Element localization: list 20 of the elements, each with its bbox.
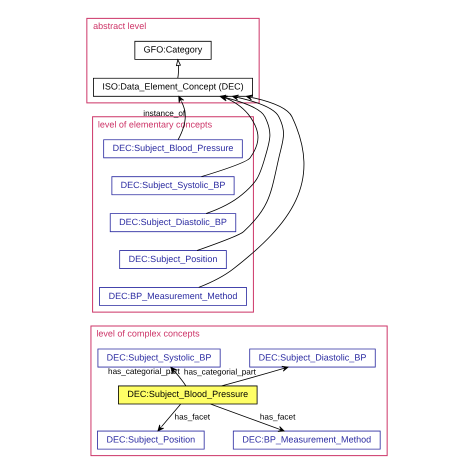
arrow	[221, 366, 288, 386]
edge-label: has_facet	[260, 412, 296, 422]
arrow	[176, 58, 182, 79]
arrow	[178, 96, 186, 140]
edge-label: has_categorial_part	[184, 367, 256, 376]
node-box: DEC:Subject_Diastolic_BP	[110, 213, 236, 232]
node-box: DEC:Subject_Blood_Pressure	[103, 139, 243, 158]
node-box: DEC:Subject_Systolic_BP	[111, 176, 235, 196]
arrow	[158, 404, 182, 432]
node-box: DEC:Subject_Position	[97, 430, 205, 450]
arrow	[210, 404, 285, 432]
edge-label: has_facet	[174, 412, 210, 422]
node-box: DEC:Subject_Blood_Pressure	[118, 386, 258, 404]
node-box: DEC:BP_Measurement_Method	[99, 287, 247, 306]
node-box: ISO:Data_Element_Concept (DEC)	[93, 78, 253, 97]
node-box: DEC:Subject_Systolic_BP	[98, 348, 221, 368]
node-box: DEC:Subject_Position	[119, 250, 227, 269]
node-box: GFO:Category	[134, 40, 212, 60]
node-box: DEC:Subject_Diastolic_BP	[249, 348, 376, 368]
node-box: DEC:BP_Measurement_Method	[232, 430, 381, 450]
